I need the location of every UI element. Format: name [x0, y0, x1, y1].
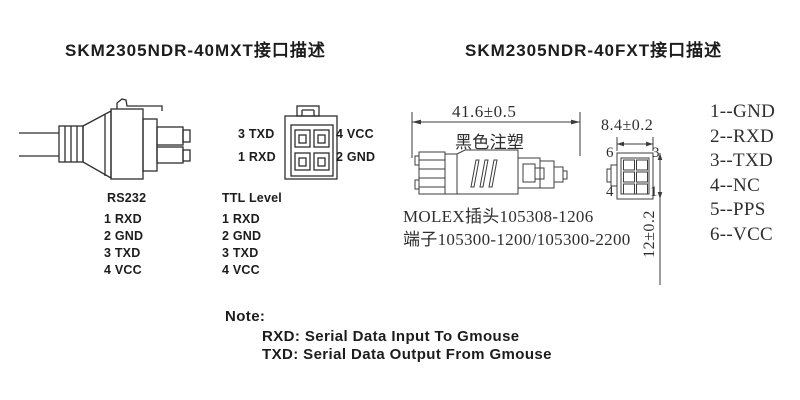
pin-number-1: 1 [650, 184, 658, 200]
length-dimension-lines [411, 112, 581, 158]
plug-body [110, 98, 163, 180]
fxt-plug-nose [517, 157, 568, 189]
dim-arrow-down [657, 192, 663, 199]
dim-arrow-left [617, 141, 624, 147]
receptacle-pins-2x3 [623, 159, 648, 195]
molex-terminal-part-number: 端子105300-1200/105300-2200 [403, 230, 631, 249]
fxt-receptacle-drawing [606, 137, 663, 285]
ttl-connector-drawing [284, 105, 338, 180]
pinout-row: 6--VCC [710, 223, 774, 245]
ttl-front-label-1rxd: 1 RXD [238, 150, 276, 164]
title-fxt: SKM2305NDR-40FXT接口描述 [465, 41, 723, 60]
pin-number-3: 3 [652, 145, 660, 161]
width-dimension-text: 8.4±0.2 [601, 117, 654, 134]
pin-number-6: 6 [606, 145, 614, 161]
pinout-row: 5--PPS [710, 199, 766, 221]
ttl-housing [284, 115, 338, 180]
ttl-pin-list: 1 RXD 2 GND 3 TXD 4 VCC [222, 211, 261, 279]
fxt-strain-cap [414, 151, 446, 195]
boot-taper [82, 109, 112, 180]
pinout-row: 4--NC [710, 174, 761, 196]
note-line-rxd: RXD: Serial Data Input To Gmouse [262, 328, 520, 345]
ttl-pin: 3 TXD [222, 246, 259, 260]
rs232-label: RS232 [107, 191, 147, 205]
rs232-pin: 1 RXD [104, 212, 142, 226]
ttl-pin: 1 RXD [222, 212, 260, 226]
ttl-pin: 4 VCC [222, 263, 260, 277]
fxt-pinout-list: 1--GND 2--RXD 3--TXD 4--NC 5--PPS 6--VCC [710, 100, 775, 248]
pinout-row: 3--TXD [710, 150, 774, 172]
dim-arrow-up [657, 153, 663, 160]
molex-plug-part-number: MOLEX插头105308-1206 [403, 207, 594, 226]
rs232-pin: 2 GND [104, 229, 144, 243]
rs232-pin: 3 TXD [104, 246, 141, 260]
fxt-plug-drawing [411, 112, 581, 195]
contact-blocks [156, 126, 191, 164]
title-mxt: SKM2305NDR-40MXT接口描述 [65, 41, 326, 60]
ttl-pins-2x2 [294, 129, 330, 171]
mxt-plug-drawing [19, 98, 191, 180]
ttl-front-label-2gnd: 2 GND [336, 150, 376, 164]
pinout-row: 1--GND [710, 101, 776, 122]
ttl-latch-tab [296, 105, 320, 117]
height-dimension-text: 12±0.2 [641, 210, 658, 258]
fxt-body [444, 149, 519, 195]
strain-relief-ribs [58, 125, 84, 163]
ttl-front-label-4vcc: 4 VCC [336, 127, 374, 141]
note-title: Note: [225, 308, 266, 325]
dim-arrow-right [646, 141, 653, 147]
rs232-pin-list: 1 RXD 2 GND 3 TXD 4 VCC [104, 211, 143, 279]
ttl-front-label-3txd: 3 TXD [238, 127, 275, 141]
molding-label: 黑色注塑 [455, 133, 525, 152]
latch-hook [116, 98, 163, 111]
length-dimension-text: 41.6±0.5 [452, 102, 517, 121]
cable-lines [19, 132, 59, 157]
note-lines: RXD: Serial Data Input To Gmouse TXD: Se… [262, 328, 552, 363]
dim-arrow-left [412, 119, 421, 125]
pinout-row: 2--RXD [710, 125, 775, 147]
ttl-level-label: TTL Level [222, 191, 282, 205]
ttl-pin: 2 GND [222, 229, 262, 243]
note-line-txd: TXD: Serial Data Output From Gmouse [262, 345, 552, 363]
pin-number-4: 4 [606, 184, 614, 200]
dim-arrow-right [571, 119, 580, 125]
rs232-pin: 4 VCC [104, 263, 142, 277]
